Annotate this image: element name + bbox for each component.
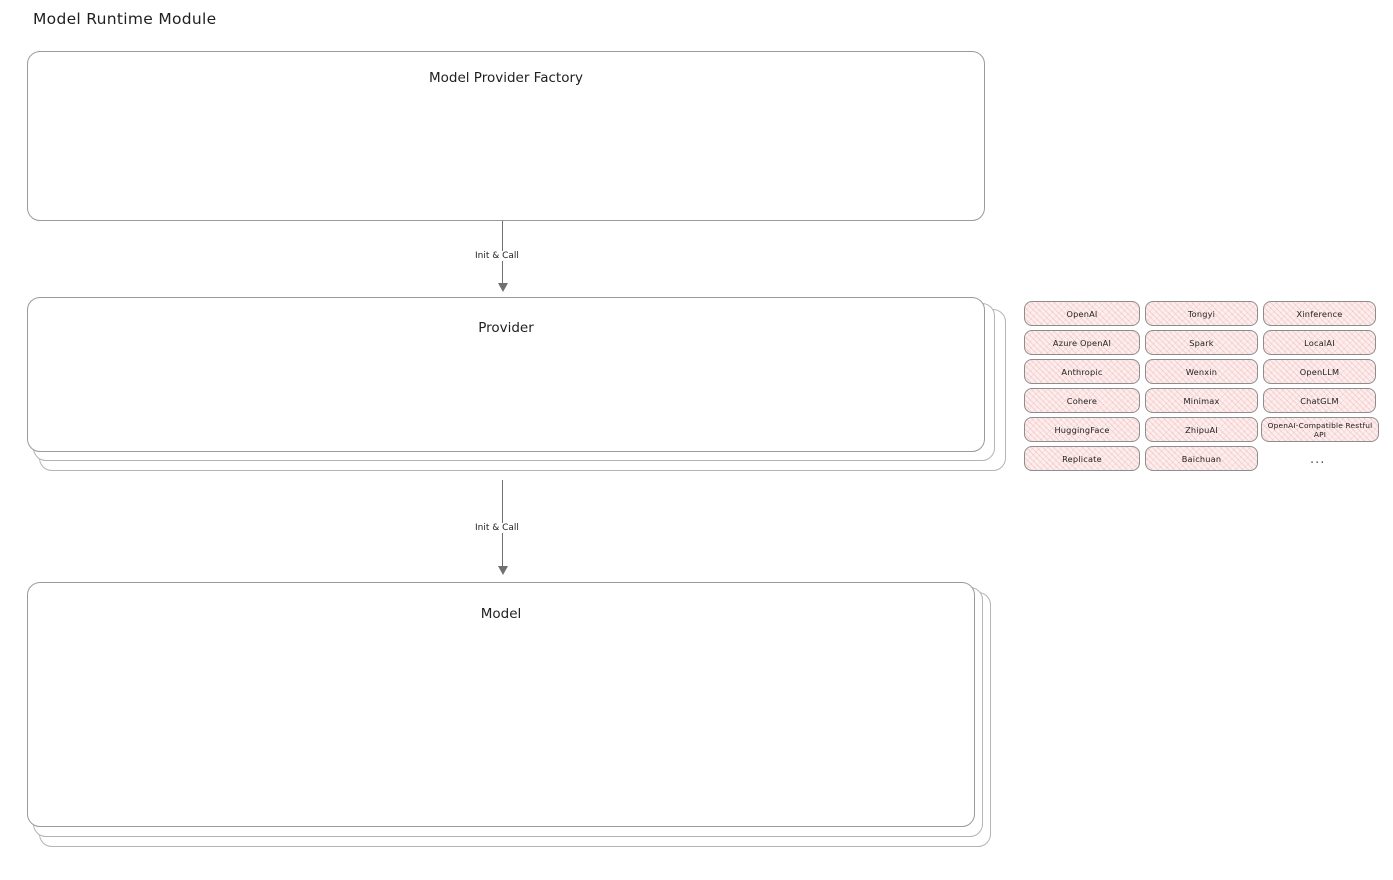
provider-chip-zhipuai[interactable]: ZhipuAI	[1145, 417, 1258, 442]
provider-chip-label: Tongyi	[1187, 308, 1216, 319]
provider-chip-label: OpenLLM	[1299, 366, 1340, 377]
arrow-head-factory-to-provider	[498, 283, 508, 292]
provider-chip-label: Minimax	[1183, 395, 1220, 406]
provider-chip-label: LocalAI	[1304, 337, 1335, 348]
provider-chip-minimax[interactable]: Minimax	[1145, 388, 1258, 413]
provider-chip-label: Cohere	[1066, 395, 1098, 406]
provider-chip-cohere[interactable]: Cohere	[1024, 388, 1140, 413]
provider-chip-label: ChatGLM	[1300, 395, 1339, 406]
panel-model-provider-factory: Model Provider Factory	[27, 51, 985, 221]
provider-chip-openllm[interactable]: OpenLLM	[1263, 359, 1376, 384]
arrow-label-init-call-2: Init & Call	[471, 523, 523, 533]
provider-chip-azure-openai[interactable]: Azure OpenAI	[1024, 330, 1140, 355]
provider-chip-huggingface[interactable]: HuggingFace	[1024, 417, 1140, 442]
provider-chip-label: Baichuan	[1181, 453, 1222, 464]
panel-model: Model	[27, 582, 975, 827]
provider-list-ellipsis: ...	[1310, 452, 1326, 467]
provider-chip-label: ZhipuAI	[1185, 424, 1218, 435]
provider-chip-label: Azure OpenAI	[1052, 337, 1112, 348]
panel-provider: Provider	[27, 297, 985, 452]
provider-chip-xinference[interactable]: Xinference	[1263, 301, 1376, 326]
page-title: Model Runtime Module	[33, 10, 217, 28]
provider-chip-baichuan[interactable]: Baichuan	[1145, 446, 1258, 471]
provider-chip-label: HuggingFace	[1054, 424, 1110, 435]
panel-title-factory: Model Provider Factory	[428, 70, 583, 86]
provider-chip-label: OpenAI-Compatible Restful API	[1267, 420, 1373, 439]
provider-chip-label: Wenxin	[1185, 366, 1218, 377]
provider-chip-anthropic[interactable]: Anthropic	[1024, 359, 1140, 384]
provider-chip-label: Replicate	[1062, 453, 1102, 464]
panel-title-provider: Provider	[478, 320, 534, 336]
provider-chip-label: OpenAI	[1066, 308, 1098, 319]
arrow-label-init-call-1: Init & Call	[471, 251, 523, 261]
provider-chip-openai-compatible-restful-api[interactable]: OpenAI-Compatible Restful API	[1261, 417, 1379, 442]
provider-chip-replicate[interactable]: Replicate	[1024, 446, 1140, 471]
provider-chip-localai[interactable]: LocalAI	[1263, 330, 1376, 355]
provider-chip-openai[interactable]: OpenAI	[1024, 301, 1140, 326]
provider-chip-chatglm[interactable]: ChatGLM	[1263, 388, 1376, 413]
provider-chip-label: Xinference	[1296, 308, 1343, 319]
provider-chip-tongyi[interactable]: Tongyi	[1145, 301, 1258, 326]
panel-title-model: Model	[480, 606, 522, 622]
provider-chip-spark[interactable]: Spark	[1145, 330, 1258, 355]
provider-chip-label: Anthropic	[1061, 366, 1103, 377]
arrow-head-provider-to-model	[498, 566, 508, 575]
provider-chip-label: Spark	[1189, 337, 1214, 348]
provider-chip-wenxin[interactable]: Wenxin	[1145, 359, 1258, 384]
